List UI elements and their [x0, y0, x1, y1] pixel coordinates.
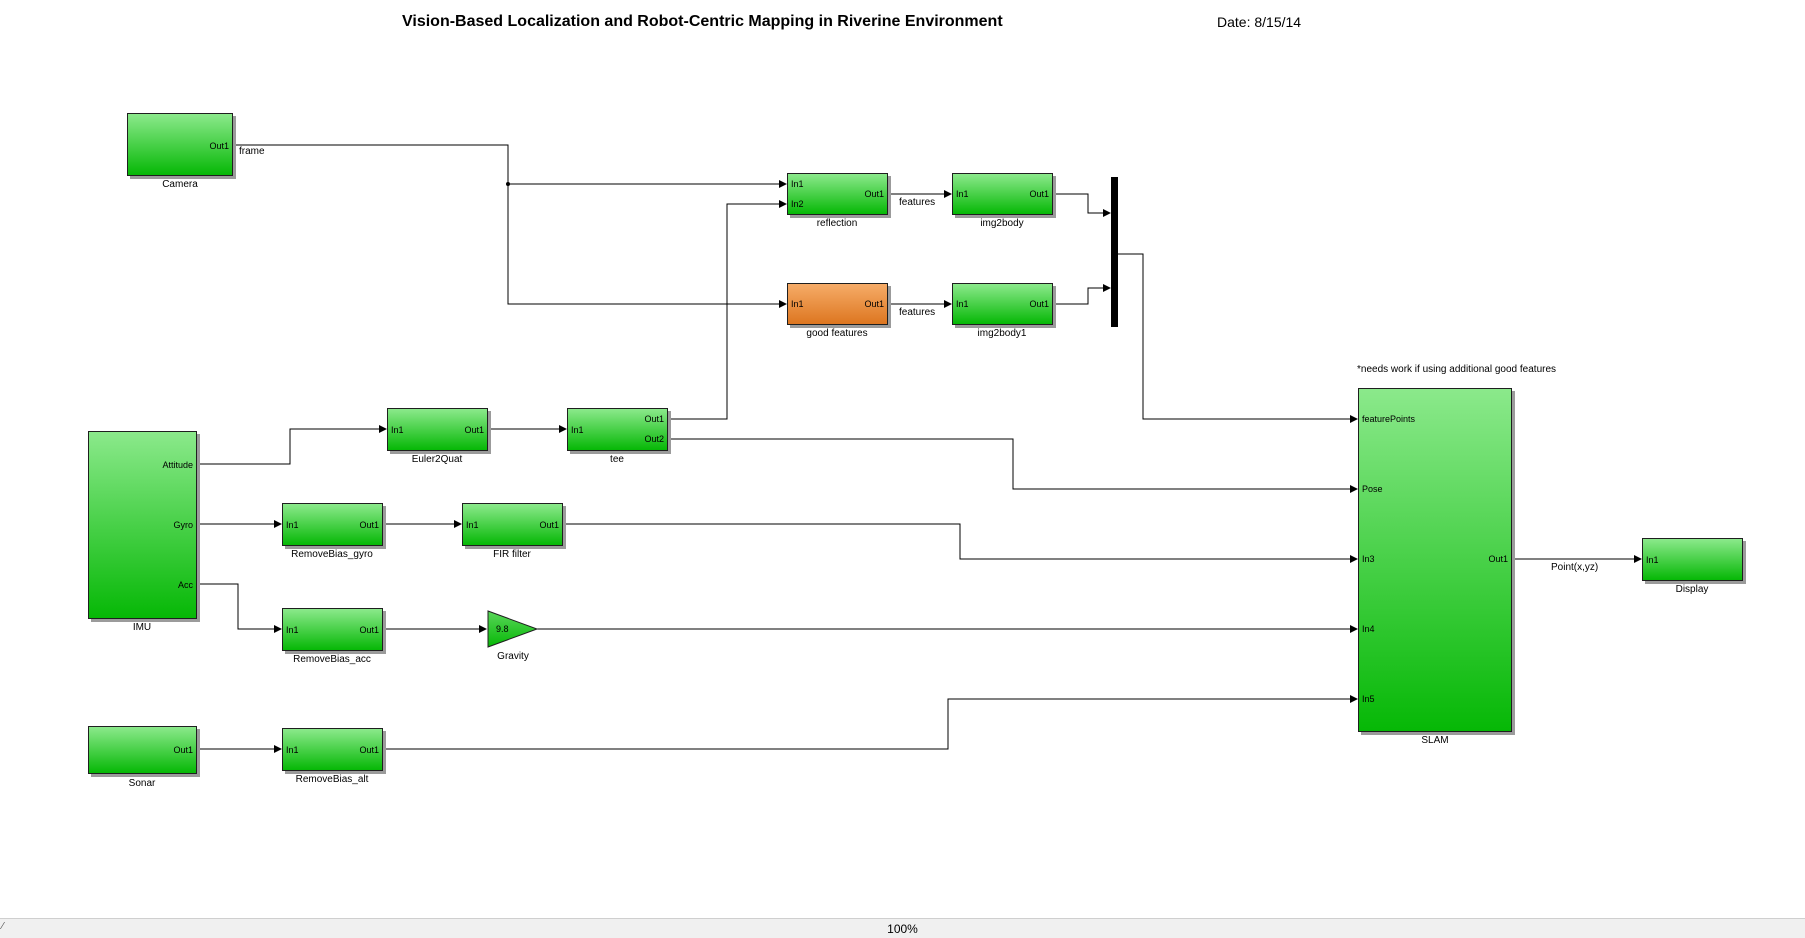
removebias-alt-block-label: RemoveBias_alt [295, 774, 369, 785]
signal-label-frame: frame [239, 146, 265, 157]
in1-port-label: In1 [1646, 555, 1659, 565]
line-attitude-euler2quat [197, 425, 387, 465]
display-block[interactable]: In1 [1642, 538, 1743, 581]
tee-block-label: tee [610, 454, 624, 465]
signal-label-point: Point(x,yz) [1551, 562, 1599, 573]
out1-port-label: Out1 [359, 520, 379, 530]
imu-block[interactable]: Attitude Gyro Acc [88, 431, 197, 619]
zoom-level: 100% [887, 922, 918, 936]
out1-port-label: Out1 [864, 299, 884, 309]
euler2quat-block[interactable]: In1 Out1 [387, 408, 488, 451]
gravity-gain-value: 9.8 [496, 624, 509, 634]
img2body-block[interactable]: In1 Out1 [952, 173, 1053, 215]
in1-port-label: In1 [956, 299, 969, 309]
sonar-block[interactable]: Out1 [88, 726, 197, 774]
removebias-acc-block-label: RemoveBias_acc [293, 654, 371, 665]
in1-port-label: In1 [956, 189, 969, 199]
in1-port-label: In1 [791, 299, 804, 309]
img2body1-block-label: img2body1 [977, 328, 1027, 339]
diagram-title: Vision-Based Localization and Robot-Cent… [402, 13, 1003, 30]
line-camera-frame [233, 144, 787, 188]
featurepoints-port-label: featurePoints [1362, 414, 1416, 424]
in1-port-label: In1 [791, 179, 804, 189]
img2body1-block[interactable]: In1 Out1 [952, 283, 1053, 325]
line-tee-reflection [668, 200, 787, 420]
euler2quat-block-label: Euler2Quat [411, 454, 463, 465]
good-features-block[interactable]: In1 Out1 [787, 283, 888, 325]
line-img2body-mux [1053, 193, 1111, 217]
acc-port-label: Acc [177, 580, 193, 590]
signal-label-features: features [899, 197, 936, 208]
out2-port-label: Out2 [644, 434, 664, 444]
line-img2body1-mux [1053, 284, 1111, 305]
pose-port-label: Pose [1362, 484, 1383, 494]
camera-block[interactable]: Out1 [127, 113, 233, 176]
in1-port-label: In1 [286, 625, 299, 635]
camera-block-label: Camera [162, 179, 198, 190]
in1-port-label: In1 [286, 745, 299, 755]
out1-port-label: Out1 [1488, 554, 1508, 564]
fir-filter-block[interactable]: In1 Out1 [462, 503, 563, 546]
in1-port-label: In1 [571, 425, 584, 435]
removebias-acc-block[interactable]: In1 Out1 [282, 608, 383, 651]
line-mux-slam [1118, 253, 1358, 423]
in4-port-label: In4 [1362, 624, 1375, 634]
removebias-gyro-block[interactable]: In1 Out1 [282, 503, 383, 546]
img2body-block-label: img2body [980, 218, 1024, 229]
signal-label-features: features [899, 307, 936, 318]
out1-port-label: Out1 [173, 745, 193, 755]
slam-note: *needs work if using additional good fea… [1357, 364, 1557, 375]
in2-port-label: In2 [791, 199, 804, 209]
out1-port-label: Out1 [359, 625, 379, 635]
out1-port-label: Out1 [359, 745, 379, 755]
in1-port-label: In1 [391, 425, 404, 435]
reflection-block-label: reflection [816, 218, 858, 229]
resize-grip-icon[interactable]: ⁄ [2, 921, 4, 932]
slam-block-label: SLAM [1421, 735, 1449, 746]
out1-port-label: Out1 [464, 425, 484, 435]
out1-port-label: Out1 [1029, 299, 1049, 309]
good-features-block-label: good features [806, 328, 868, 339]
removebias-alt-block[interactable]: In1 Out1 [282, 728, 383, 771]
line-fir-slam [563, 523, 1358, 563]
slam-block[interactable]: featurePoints Pose In3 In4 In5 Out1 [1358, 388, 1512, 732]
line-acc-removebias [197, 583, 282, 633]
out1-port-label: Out1 [209, 141, 229, 151]
line-camera-good-features [507, 184, 787, 308]
display-block-label: Display [1675, 584, 1709, 595]
status-bar: ⁄ 100% [0, 918, 1805, 938]
mux-block[interactable] [1111, 177, 1118, 327]
branch-point [506, 182, 510, 186]
model-canvas[interactable]: Vision-Based Localization and Robot-Cent… [0, 0, 1805, 918]
sonar-block-label: Sonar [128, 778, 156, 789]
imu-block-label: IMU [132, 622, 152, 633]
in5-port-label: In5 [1362, 694, 1375, 704]
out1-port-label: Out1 [539, 520, 559, 530]
gyro-port-label: Gyro [173, 520, 193, 530]
line-removebias-slam [383, 695, 1358, 750]
reflection-block[interactable]: In1 In2 Out1 [787, 173, 888, 215]
signal-lines [197, 144, 1642, 753]
fir-filter-block-label: FIR filter [493, 549, 531, 560]
in3-port-label: In3 [1362, 554, 1375, 564]
in1-port-label: In1 [466, 520, 479, 530]
line-tee-slam-pose [668, 438, 1358, 493]
gravity-block-label: Gravity [497, 651, 529, 662]
out1-port-label: Out1 [864, 189, 884, 199]
removebias-gyro-block-label: RemoveBias_gyro [291, 549, 373, 560]
tee-block[interactable]: In1 Out1 Out2 [567, 408, 668, 451]
diagram-date: Date: 8/15/14 [1217, 14, 1302, 30]
attitude-port-label: Attitude [162, 460, 193, 470]
out1-port-label: Out1 [644, 414, 664, 424]
out1-port-label: Out1 [1029, 189, 1049, 199]
in1-port-label: In1 [286, 520, 299, 530]
